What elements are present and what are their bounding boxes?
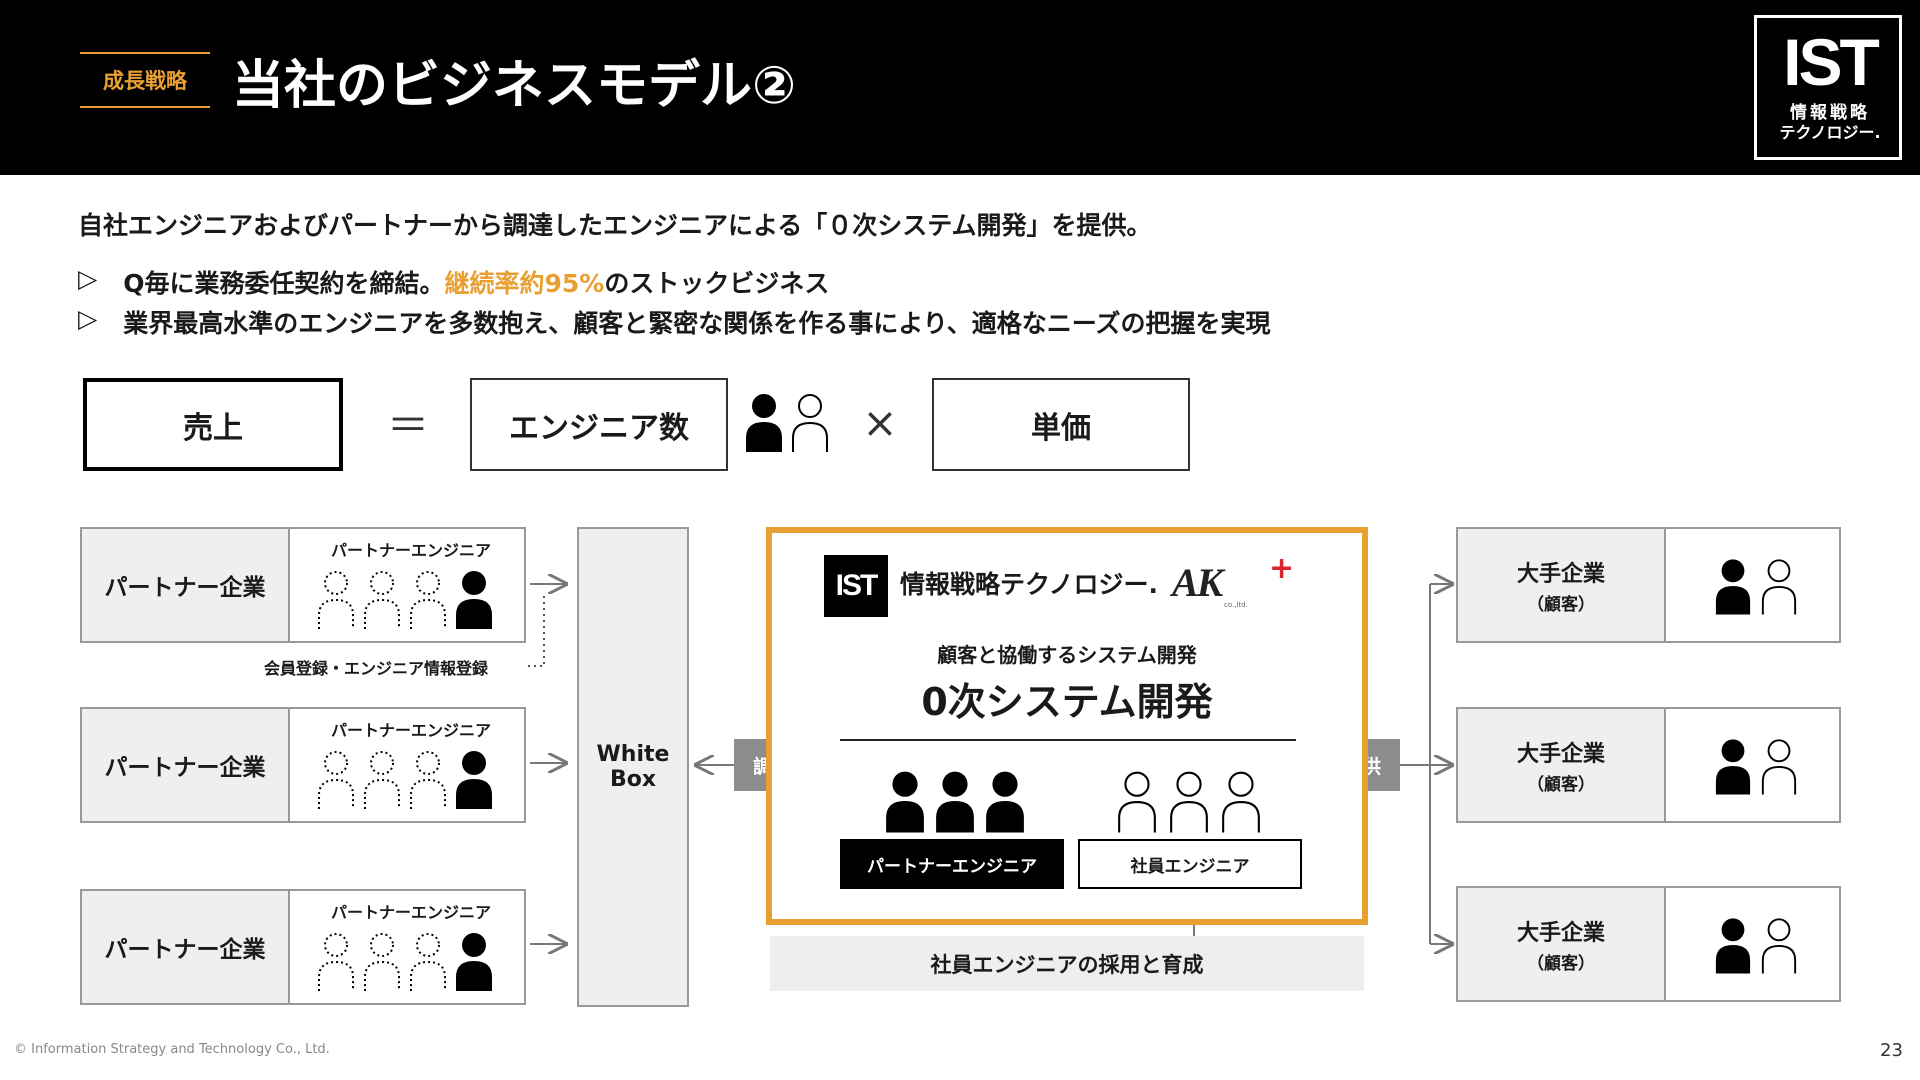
customer-people-icon bbox=[1715, 739, 1797, 795]
partner-company-name: パートナー企業 bbox=[82, 709, 290, 821]
customer-name-main: 大手企業 bbox=[1516, 920, 1605, 946]
bullet-2-text: 業界最高水準のエンジニアを多数抱え、顧客と緊密な関係を作る事により、適格なニーズ… bbox=[123, 309, 1271, 338]
engineers-people-icon bbox=[746, 394, 828, 452]
partner-company-name: パートナー企業 bbox=[82, 891, 290, 1003]
logo-subtext-2: テクノロジー. bbox=[1779, 123, 1881, 142]
ak-logo-sub: co.,ltd. bbox=[1224, 601, 1248, 609]
partner-engineer-label: パートナーエンジニア bbox=[330, 721, 491, 740]
customer-name-sub: （顧客） bbox=[1527, 774, 1595, 795]
customer-name: 大手企業 （顧客） bbox=[1458, 709, 1666, 821]
lead-text: 自社エンジニアおよびパートナーから調達したエンジニアによる「０次システム開発」を… bbox=[78, 211, 1152, 240]
staff-engineers-icon bbox=[1118, 771, 1260, 833]
page-number: 23 bbox=[1880, 1040, 1903, 1061]
center-divider bbox=[840, 739, 1296, 741]
partner-engineer-label: パートナーエンジニア bbox=[840, 839, 1064, 889]
partner-engineer-label: パートナーエンジニア bbox=[330, 541, 491, 560]
formula-price-box: 単価 bbox=[932, 378, 1190, 471]
customer-name-sub: （顧客） bbox=[1527, 594, 1595, 615]
section-tag: 成長戦略 bbox=[80, 52, 210, 108]
copyright-text: © Information Strategy and Technology Co… bbox=[14, 1042, 330, 1057]
bullet-1-text: Q毎に業務委任契約を締結。継続率約95%のストックビジネス bbox=[123, 264, 829, 300]
customer-name-main: 大手企業 bbox=[1516, 741, 1605, 767]
ist-logo-badge: IST bbox=[824, 555, 888, 617]
customer-people-icon bbox=[1715, 918, 1797, 974]
customer-row-2: 大手企業 （顧客） bbox=[1456, 707, 1841, 823]
bullet-marker-icon: ▷ bbox=[78, 264, 98, 293]
formula-engineers-box: エンジニア数 bbox=[470, 378, 728, 471]
company-logo: IST 情報戦略 テクノロジー. bbox=[1754, 15, 1902, 160]
page-title: 当社のビジネスモデル② bbox=[232, 55, 797, 116]
bullet-1-part-b: のストックビジネス bbox=[604, 269, 830, 298]
staff-engineer-label: 社員エンジニア bbox=[1078, 839, 1302, 889]
bullet-2: ▷ 業界最高水準のエンジニアを多数抱え、顧客と緊密な関係を作る事により、適格なニ… bbox=[78, 304, 1271, 340]
partner-row-1: パートナー企業 パートナーエンジニア bbox=[80, 527, 526, 643]
partner-engineers-icon bbox=[318, 571, 492, 629]
white-box-line-1: White bbox=[596, 741, 670, 767]
recruit-banner: 社員エンジニアの採用と育成 bbox=[770, 936, 1364, 991]
bullet-marker-icon: ▷ bbox=[78, 304, 98, 333]
partner-engineers-icon bbox=[318, 933, 492, 991]
registration-note: 会員登録・エンジニア情報登録 bbox=[264, 659, 489, 678]
logo-subtext-1: 情報戦略 bbox=[1790, 103, 1870, 123]
customer-name: 大手企業 （顧客） bbox=[1458, 888, 1666, 1000]
equals-sign: ＝ bbox=[386, 400, 429, 450]
formula-sales-box: 売上 bbox=[83, 378, 343, 471]
partner-row-3: パートナー企業 パートナーエンジニア bbox=[80, 889, 526, 1005]
bullet-1-part-a: Q毎に業務委任契約を締結。 bbox=[123, 269, 445, 298]
multiply-sign: × bbox=[862, 397, 898, 447]
partner-engineer-label: パートナーエンジニア bbox=[330, 903, 491, 922]
partner-company-name: パートナー企業 bbox=[82, 529, 290, 641]
customer-name: 大手企業 （顧客） bbox=[1458, 529, 1666, 641]
customer-people-icon bbox=[1715, 559, 1797, 615]
white-box-line-2: Box bbox=[609, 767, 657, 792]
logo-text: IST bbox=[1783, 25, 1880, 99]
customer-name-sub: （顧客） bbox=[1527, 953, 1595, 974]
customer-name-main: 大手企業 bbox=[1516, 561, 1605, 587]
ak-logo: AK bbox=[1172, 560, 1223, 605]
center-subtitle: 顧客と協働するシステム開発 bbox=[937, 643, 1197, 667]
company-name: 情報戦略テクノロジー. bbox=[900, 570, 1158, 599]
partner-engineers-icon bbox=[318, 751, 492, 809]
ak-logo-plus: + bbox=[1269, 551, 1295, 586]
zero-system-dev-box: IST 情報戦略テクノロジー. AK + co.,ltd. 顧客と協働するシステ… bbox=[766, 527, 1368, 925]
header-bar: 成長戦略 当社のビジネスモデル② IST 情報戦略 テクノロジー. bbox=[0, 0, 1920, 175]
partner-engineers-icon bbox=[886, 771, 1024, 833]
partner-row-2: パートナー企業 パートナーエンジニア bbox=[80, 707, 526, 823]
bullet-1: ▷ Q毎に業務委任契約を締結。継続率約95%のストックビジネス bbox=[78, 264, 829, 300]
bullet-1-highlight: 継続率約95% bbox=[444, 269, 605, 298]
center-title: 0次システム開発 bbox=[921, 680, 1213, 724]
customer-row-1: 大手企業 （顧客） bbox=[1456, 527, 1841, 643]
white-box: White Box bbox=[577, 527, 689, 1007]
customer-row-3: 大手企業 （顧客） bbox=[1456, 886, 1841, 1002]
